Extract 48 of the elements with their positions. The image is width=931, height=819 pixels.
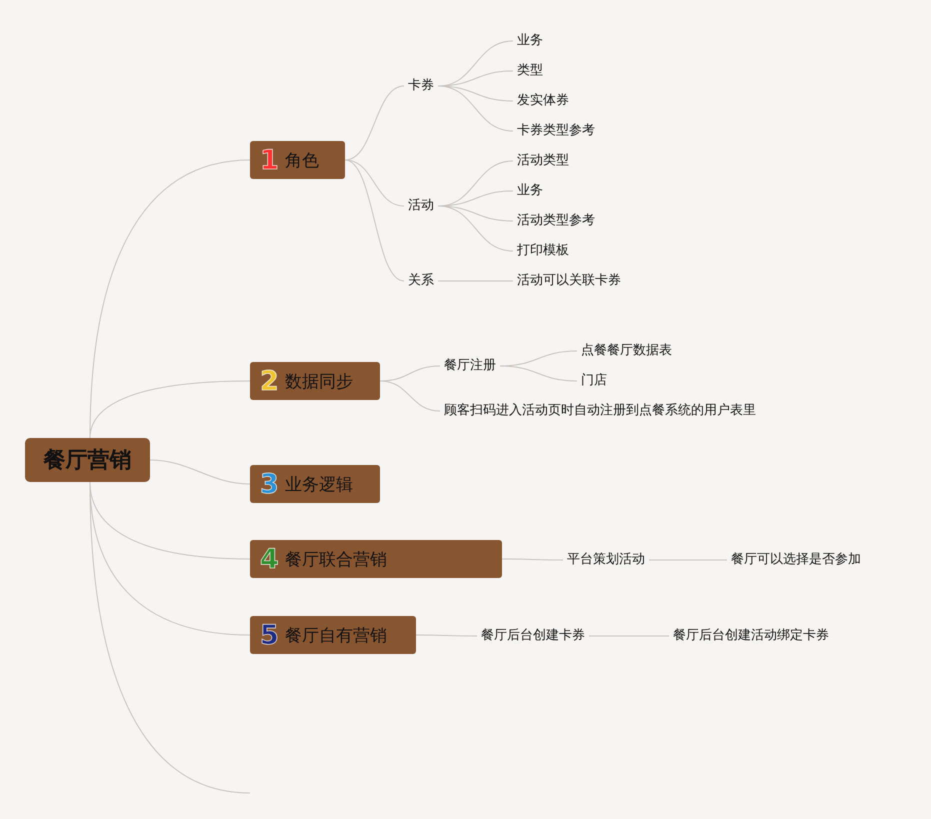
topic-label: 数据同步 (284, 370, 353, 392)
branch-line (344, 86, 404, 160)
branch-label: 卡券 (404, 77, 438, 95)
branch-label: 活动可以关联卡券 (513, 272, 625, 290)
branch-line (90, 380, 250, 438)
topic-box (250, 141, 345, 179)
topic-label: 角色 (284, 150, 319, 172)
branch-line (500, 366, 578, 382)
topic-box (250, 465, 380, 503)
topic-number: 2 (260, 368, 279, 394)
branch-label: 餐厅后台创建卡券 (477, 627, 589, 645)
topic-box (250, 616, 416, 654)
branch-line (150, 460, 250, 484)
topic-label: 餐厅联合营销 (284, 548, 387, 570)
branch-label: 卡券类型参考 (513, 122, 599, 140)
topic-number: 4 (260, 546, 279, 572)
branch-label: 顾客扫码进入活动页时自动注册到点餐系统的用户表里 (440, 402, 760, 420)
branch-label: 平台策划活动 (563, 551, 649, 569)
branch-label: 餐厅注册 (440, 357, 500, 375)
branch-label: 关系 (404, 272, 438, 290)
topic-box (250, 540, 502, 578)
topic-label: 业务逻辑 (284, 474, 353, 496)
branch-line (344, 160, 404, 206)
topic-number: 5 (260, 622, 279, 648)
branch-label: 点餐餐厅数据表 (577, 342, 676, 360)
topic-number: 3 (260, 470, 279, 498)
branch-line (438, 206, 514, 252)
branch-line (344, 160, 404, 282)
branch-line (416, 634, 478, 636)
branch-label: 餐厅后台创建活动绑定卡券 (669, 627, 833, 645)
branch-label: 发实体券 (513, 92, 573, 110)
branch-label: 业务 (513, 32, 547, 50)
central-topic-box: 餐厅营销 (25, 438, 150, 482)
topic-box (250, 362, 380, 400)
topic-label: 餐厅自有营销 (284, 624, 387, 646)
branch-label: 活动类型 (513, 152, 573, 170)
branch-label: 活动类型参考 (513, 212, 599, 230)
branch-line (438, 280, 514, 282)
branch-label: 餐厅可以选择是否参加 (727, 551, 865, 569)
topic-number: 1 (260, 146, 279, 174)
branch-label: 业务 (513, 182, 547, 200)
branch-label: 类型 (513, 62, 547, 80)
branch-label: 打印模板 (513, 242, 573, 260)
branch-label: 活动 (404, 197, 438, 215)
branch-line (502, 558, 564, 560)
branch-label: 门店 (577, 372, 611, 390)
branch-line (380, 380, 440, 412)
branch-line (438, 86, 514, 132)
